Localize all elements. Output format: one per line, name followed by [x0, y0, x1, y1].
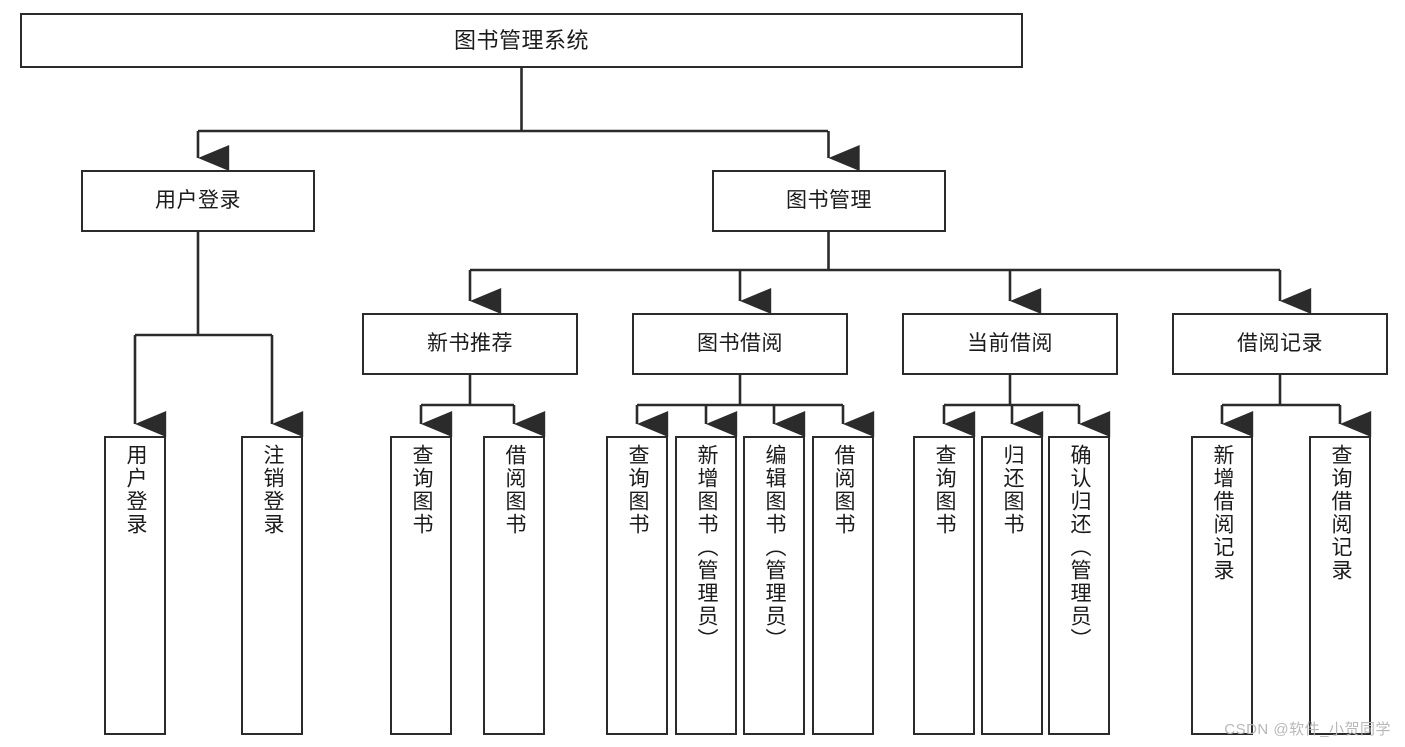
- node-book-manage[interactable]: 图书管理: [712, 170, 946, 232]
- node-user-login-label: 用户登录: [155, 188, 241, 212]
- node-leaf-user-login-label: 用户登录: [124, 444, 148, 536]
- node-leaf-borrow-book-2[interactable]: 借阅图书: [812, 436, 874, 735]
- node-book-borrow[interactable]: 图书借阅: [632, 313, 848, 375]
- node-leaf-query-book-2-label: 查询图书: [626, 444, 650, 536]
- node-leaf-borrow-book-1-label: 借阅图书: [503, 444, 527, 536]
- node-root-label: 图书管理系统: [453, 27, 589, 53]
- node-root[interactable]: 图书管理系统: [20, 13, 1023, 68]
- watermark: CSDN @软件_小贺同学: [1224, 721, 1391, 738]
- node-leaf-logout[interactable]: 注销登录: [241, 436, 303, 735]
- node-leaf-query-record[interactable]: 查询借阅记录: [1309, 436, 1371, 735]
- node-leaf-confirm-return-label: 确认归还（管理员）: [1068, 444, 1092, 651]
- node-leaf-add-record[interactable]: 新增借阅记录: [1191, 436, 1253, 735]
- node-leaf-return-book-label: 归还图书: [1001, 444, 1025, 536]
- node-leaf-edit-book[interactable]: 编辑图书（管理员）: [743, 436, 805, 735]
- node-leaf-query-book-1-label: 查询图书: [410, 444, 434, 536]
- node-borrow-record-label: 借阅记录: [1237, 331, 1323, 355]
- node-leaf-return-book[interactable]: 归还图书: [981, 436, 1043, 735]
- node-leaf-query-book-3-label: 查询图书: [933, 444, 957, 536]
- node-leaf-edit-book-label: 编辑图书（管理员）: [763, 444, 787, 651]
- node-leaf-confirm-return[interactable]: 确认归还（管理员）: [1048, 436, 1110, 735]
- node-leaf-add-record-label: 新增借阅记录: [1211, 444, 1235, 582]
- node-borrow-record[interactable]: 借阅记录: [1172, 313, 1388, 375]
- node-leaf-add-book-label: 新增图书（管理员）: [695, 444, 719, 651]
- node-leaf-logout-label: 注销登录: [261, 444, 285, 536]
- node-book-borrow-label: 图书借阅: [697, 331, 783, 355]
- node-book-manage-label: 图书管理: [786, 188, 872, 212]
- node-new-book-rec[interactable]: 新书推荐: [362, 313, 578, 375]
- node-leaf-query-book-2[interactable]: 查询图书: [606, 436, 668, 735]
- node-current-borrow-label: 当前借阅: [967, 331, 1053, 355]
- node-leaf-query-book-1[interactable]: 查询图书: [390, 436, 452, 735]
- node-leaf-add-book[interactable]: 新增图书（管理员）: [675, 436, 737, 735]
- node-leaf-borrow-book-2-label: 借阅图书: [832, 444, 856, 536]
- node-leaf-query-book-3[interactable]: 查询图书: [913, 436, 975, 735]
- node-leaf-query-record-label: 查询借阅记录: [1329, 444, 1353, 582]
- node-user-login[interactable]: 用户登录: [81, 170, 315, 232]
- node-current-borrow[interactable]: 当前借阅: [902, 313, 1118, 375]
- node-leaf-user-login[interactable]: 用户登录: [104, 436, 166, 735]
- node-new-book-rec-label: 新书推荐: [427, 331, 513, 355]
- node-leaf-borrow-book-1[interactable]: 借阅图书: [483, 436, 545, 735]
